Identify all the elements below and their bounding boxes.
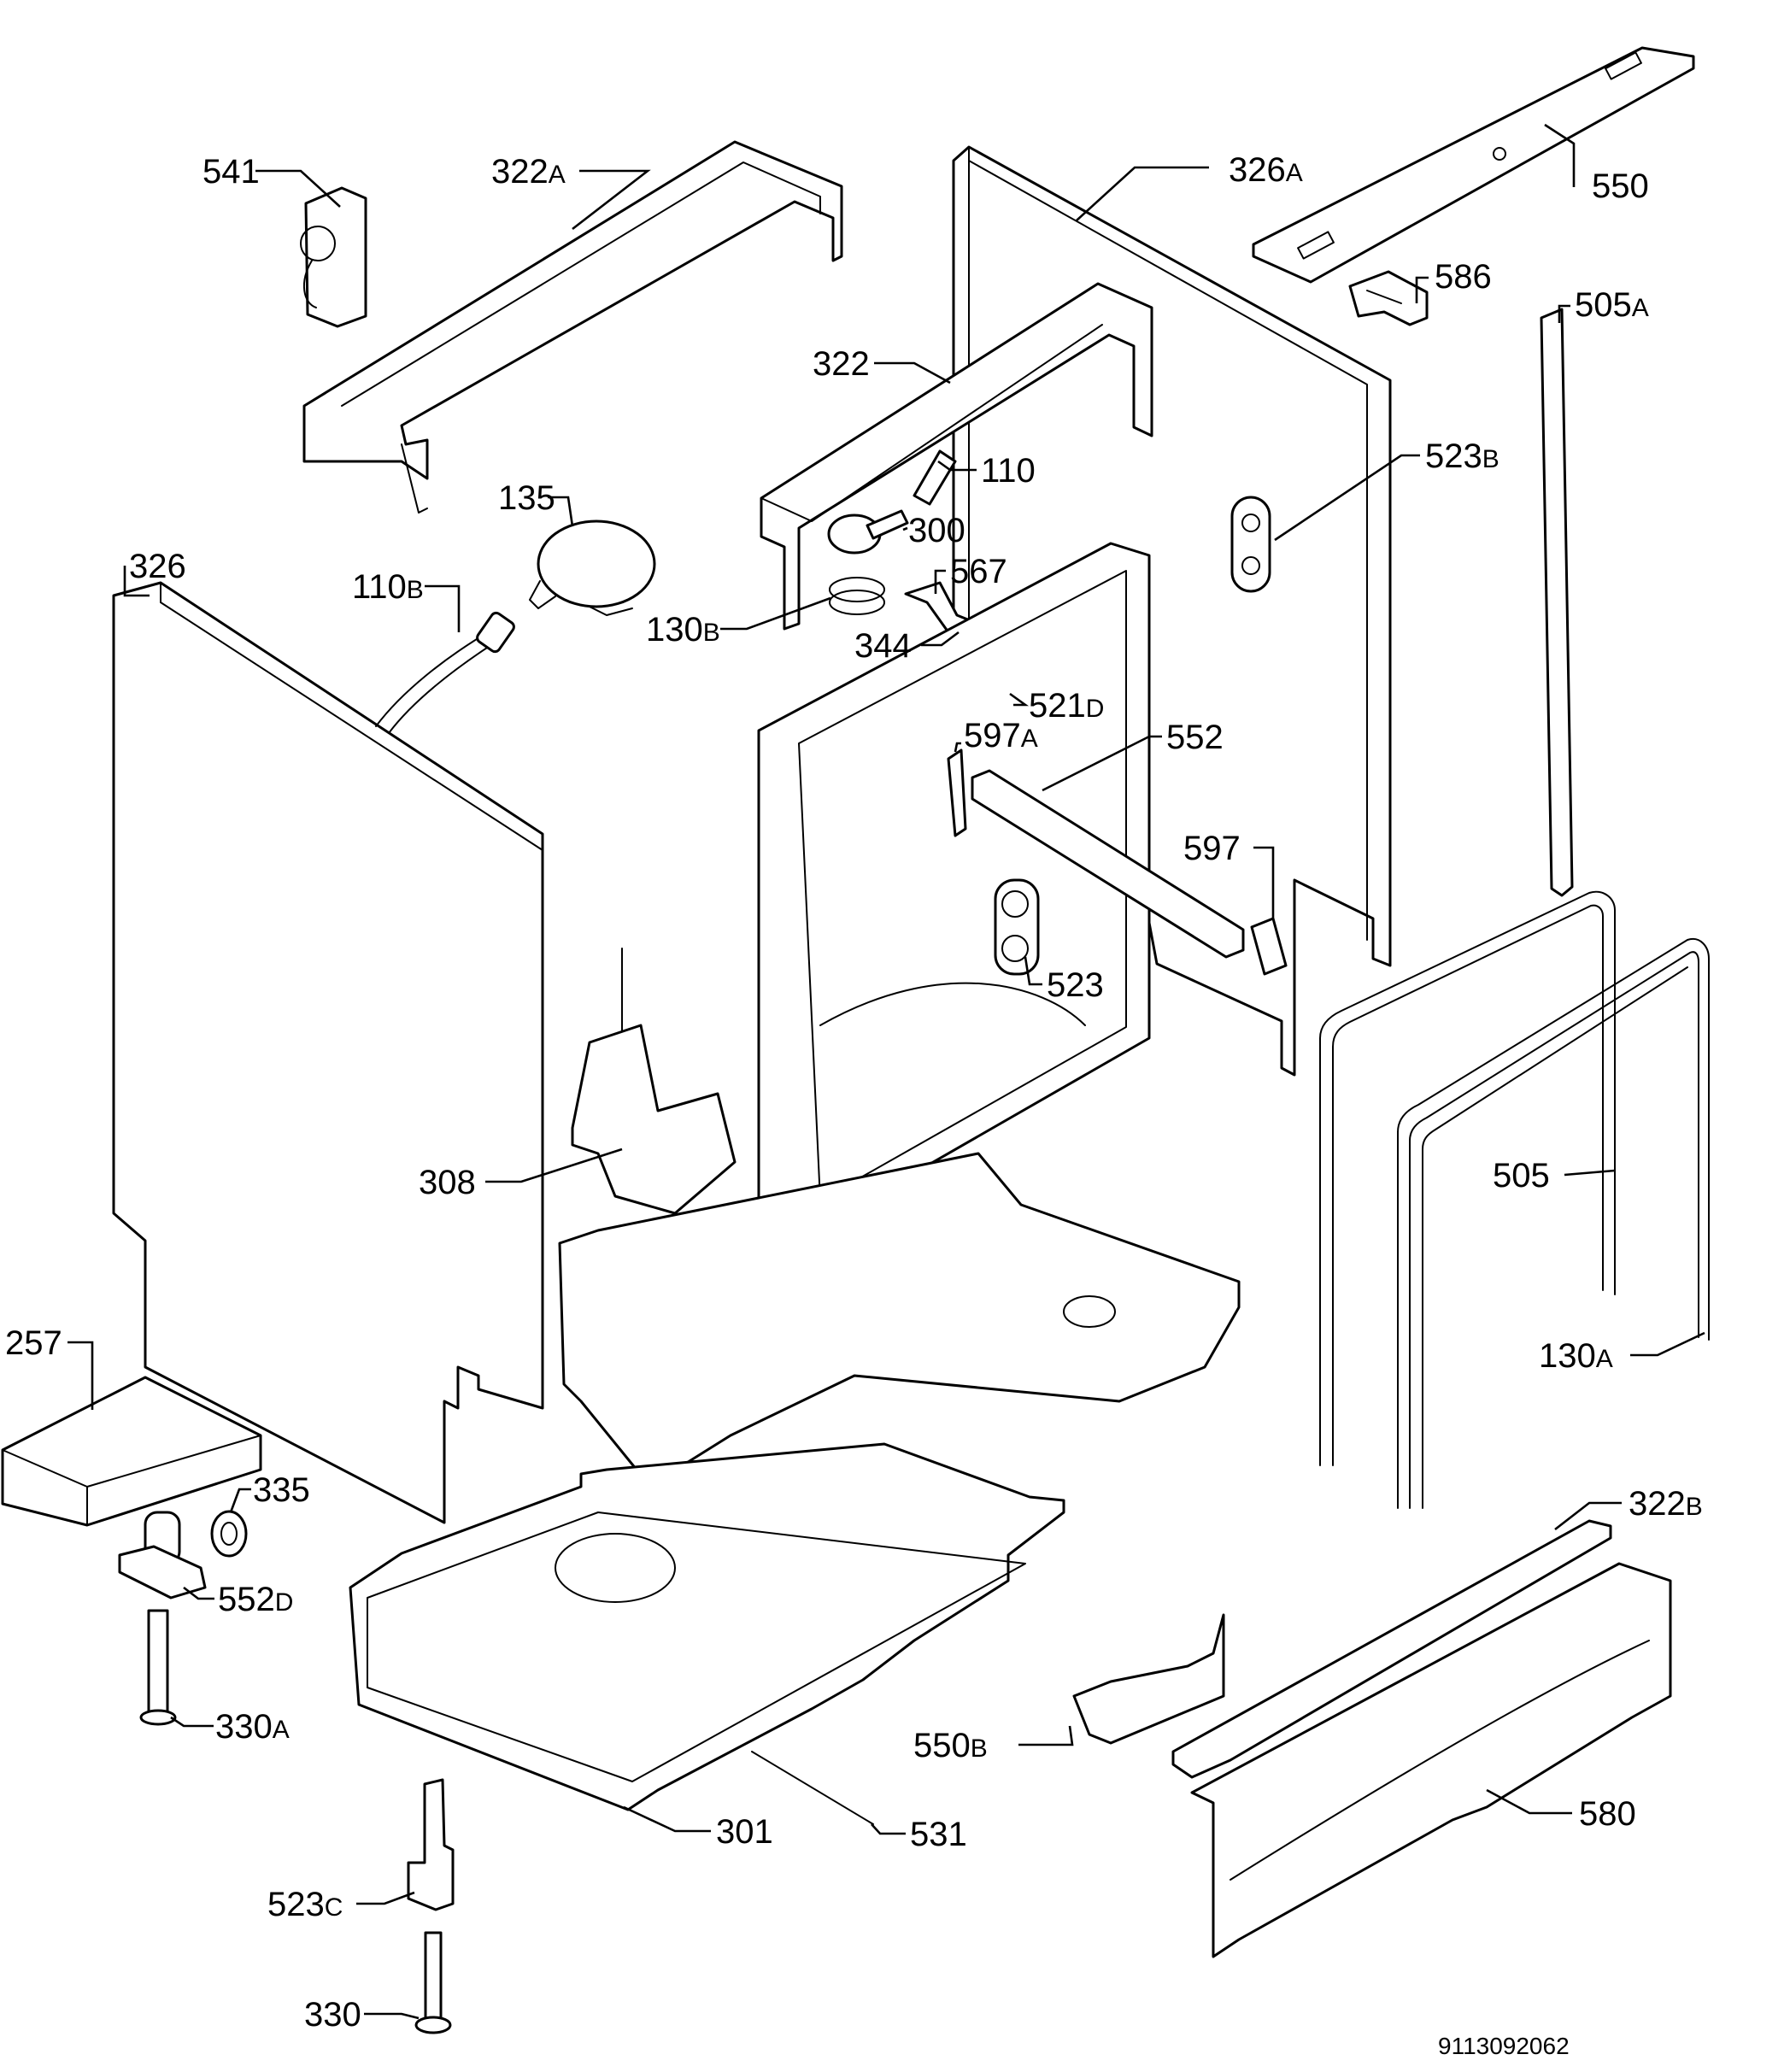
part-322b-lower-rail	[1171, 1519, 1612, 1779]
part-550-top-rail	[1252, 46, 1695, 284]
part-301-bottom-pan	[349, 1442, 1065, 1811]
label-301: 301	[716, 1813, 773, 1851]
part-597a-clip	[947, 748, 967, 837]
label-130a: 130A	[1539, 1337, 1613, 1375]
part-base-tray	[558, 1152, 1241, 1480]
label-523b: 523B	[1425, 437, 1499, 475]
label-550: 550	[1592, 167, 1649, 205]
label-110: 110	[981, 452, 1036, 490]
part-labels: 541 322A 326A 550 586 505A 322 110 523B …	[5, 151, 1703, 2059]
leader-lines	[67, 123, 1705, 2020]
part-326-side-panel	[112, 581, 544, 1524]
drawing-code: 9113092062	[1438, 2033, 1570, 2059]
label-521d: 521D	[1029, 687, 1104, 725]
label-586: 586	[1435, 258, 1492, 296]
label-523: 523	[1047, 966, 1104, 1004]
label-326a: 326A	[1229, 151, 1303, 189]
label-523c: 523C	[267, 1886, 343, 1923]
part-tub-front-frame	[757, 542, 1151, 1232]
part-322-upper-frame	[760, 282, 1153, 631]
label-322a: 322A	[491, 153, 566, 191]
label-597a: 597A	[964, 717, 1038, 754]
part-330a-screw	[139, 1609, 177, 1726]
part-110b-hose	[375, 611, 515, 734]
label-505: 505	[1493, 1157, 1550, 1194]
label-257: 257	[5, 1324, 62, 1362]
part-130b-ring	[829, 577, 885, 615]
label-541: 541	[202, 153, 260, 191]
label-322: 322	[813, 345, 870, 383]
label-308: 308	[419, 1164, 476, 1201]
label-552: 552	[1166, 719, 1224, 756]
part-586-bracket	[1348, 270, 1429, 326]
label-550b: 550B	[913, 1727, 988, 1764]
label-505a: 505A	[1575, 286, 1649, 324]
label-322b: 322B	[1629, 1485, 1703, 1523]
label-552d: 552D	[218, 1581, 293, 1618]
part-541-clip	[300, 186, 367, 328]
part-580-kickplate	[1190, 1562, 1672, 1958]
part-597-clip	[1250, 917, 1288, 976]
label-110b: 110B	[352, 568, 424, 606]
label-326: 326	[129, 548, 186, 585]
part-505-130a-gaskets	[1319, 890, 1710, 1509]
label-135: 135	[498, 479, 555, 517]
label-531: 531	[910, 1816, 967, 1853]
label-300: 300	[908, 512, 965, 549]
label-580: 580	[1579, 1795, 1636, 1833]
part-308-hinge	[571, 948, 737, 1215]
part-257-box	[1, 1376, 262, 1527]
label-567: 567	[950, 553, 1007, 590]
part-110-hose	[913, 449, 957, 506]
part-523b-grommet	[1230, 496, 1271, 593]
label-330: 330	[304, 1996, 361, 2034]
part-552d-valve	[118, 1511, 207, 1599]
part-300-valve	[827, 509, 909, 555]
part-322a-top-frame	[302, 140, 843, 514]
part-505a-seal-strip	[1540, 308, 1574, 897]
label-130b: 130B	[646, 611, 720, 649]
part-330-screw	[414, 1931, 452, 2034]
label-597: 597	[1183, 830, 1241, 867]
part-552-rail	[971, 769, 1245, 959]
part-550b-bracket	[1072, 1613, 1225, 1745]
part-523c-bracket	[407, 1778, 455, 1911]
part-335-gear	[210, 1510, 248, 1558]
label-344: 344	[854, 627, 912, 665]
label-335: 335	[253, 1471, 310, 1509]
part-531-rod	[751, 1751, 874, 1825]
label-330a: 330A	[215, 1708, 290, 1746]
part-135-dispenser	[529, 519, 656, 616]
part-523-connector	[994, 878, 1040, 976]
